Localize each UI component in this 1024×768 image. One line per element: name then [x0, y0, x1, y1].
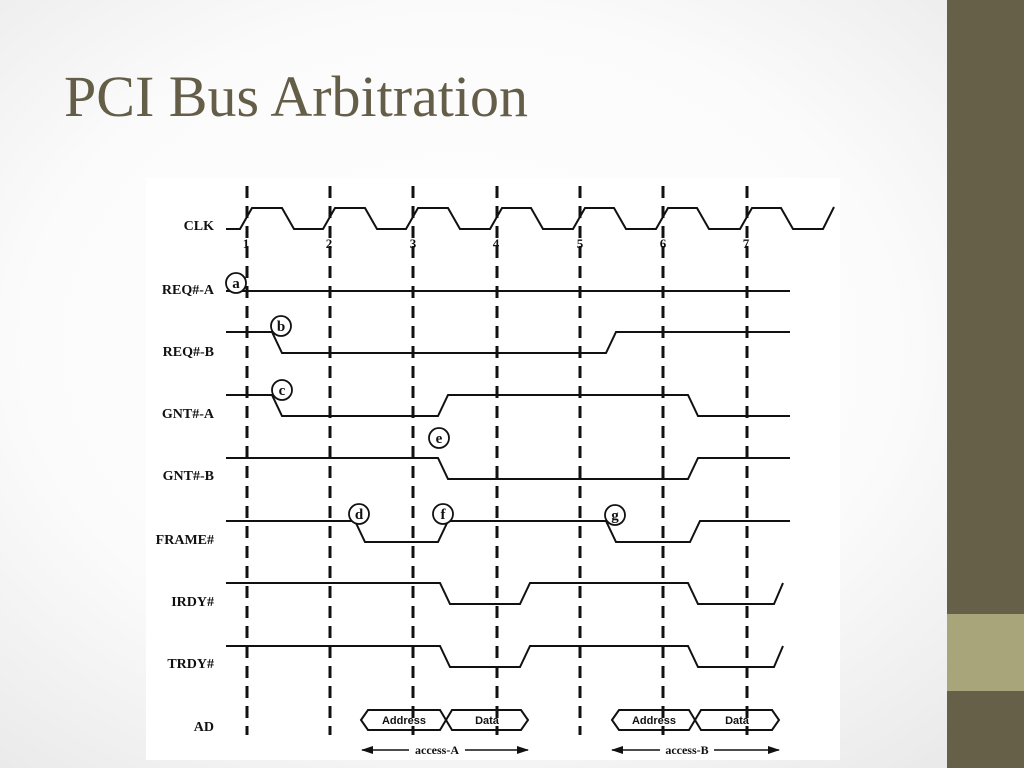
side-bar-accent	[947, 614, 1024, 691]
event-marker-label: a	[232, 276, 240, 292]
event-marker-d	[348, 503, 370, 525]
frame-waveform	[226, 520, 790, 543]
clock-tick-label: 6	[660, 236, 667, 251]
event-marker-label: b	[277, 319, 285, 335]
ad-phase-label: Data	[475, 715, 500, 727]
ad-phase-data-b	[693, 709, 781, 731]
slide-title: PCI Bus Arbitration	[64, 64, 529, 129]
event-marker-e	[428, 427, 450, 449]
event-marker-b	[270, 315, 292, 337]
timing-diagram: Address Data Address Data access-A acces…	[156, 186, 835, 757]
signal-label-req-a: REQ#-A	[162, 283, 215, 298]
signal-label-irdy: IRDY#	[171, 595, 214, 610]
event-marker-g	[604, 504, 626, 526]
irdy-waveform	[226, 582, 784, 605]
req-b-waveform	[226, 331, 790, 354]
signal-label-trdy: TRDY#	[167, 657, 214, 672]
clock-tick-label: 4	[493, 236, 500, 251]
event-marker-label: f	[441, 507, 447, 523]
ad-phase-label: Address	[382, 715, 426, 727]
event-marker-c	[271, 379, 293, 401]
ad-phase-data-a	[444, 709, 530, 731]
clock-tick-label: 5	[577, 236, 584, 251]
gnt-b-waveform	[226, 457, 790, 480]
event-marker-a	[225, 272, 247, 294]
event-marker-label: e	[436, 431, 443, 447]
event-marker-f	[432, 503, 454, 525]
access-a-label: access-A	[415, 743, 459, 757]
ad-phase-label: Data	[725, 715, 750, 727]
access-b-label: access-B	[665, 743, 708, 757]
ad-phase-label: Address	[632, 715, 676, 727]
trdy-waveform	[226, 645, 784, 668]
event-marker-label: g	[611, 508, 619, 524]
event-marker-label: d	[355, 507, 364, 523]
timing-diagram-panel: Address Data Address Data access-A acces…	[146, 178, 840, 760]
signal-label-frame: FRAME#	[156, 533, 214, 548]
gnt-a-waveform	[226, 394, 790, 417]
signal-label-req-b: REQ#-B	[163, 345, 214, 360]
clock-tick-label: 7	[743, 236, 750, 251]
clock-tick-label: 1	[243, 236, 250, 251]
signal-label-clk: CLK	[184, 219, 214, 234]
clock-tick-label: 2	[326, 236, 333, 251]
signal-label-gnt-a: GNT#-A	[162, 407, 215, 422]
signal-label-gnt-b: GNT#-B	[163, 469, 214, 484]
event-marker-label: c	[279, 383, 286, 399]
clock-tick-label: 3	[410, 236, 417, 251]
clk-waveform	[226, 206, 835, 230]
signal-label-ad: AD	[194, 720, 214, 735]
